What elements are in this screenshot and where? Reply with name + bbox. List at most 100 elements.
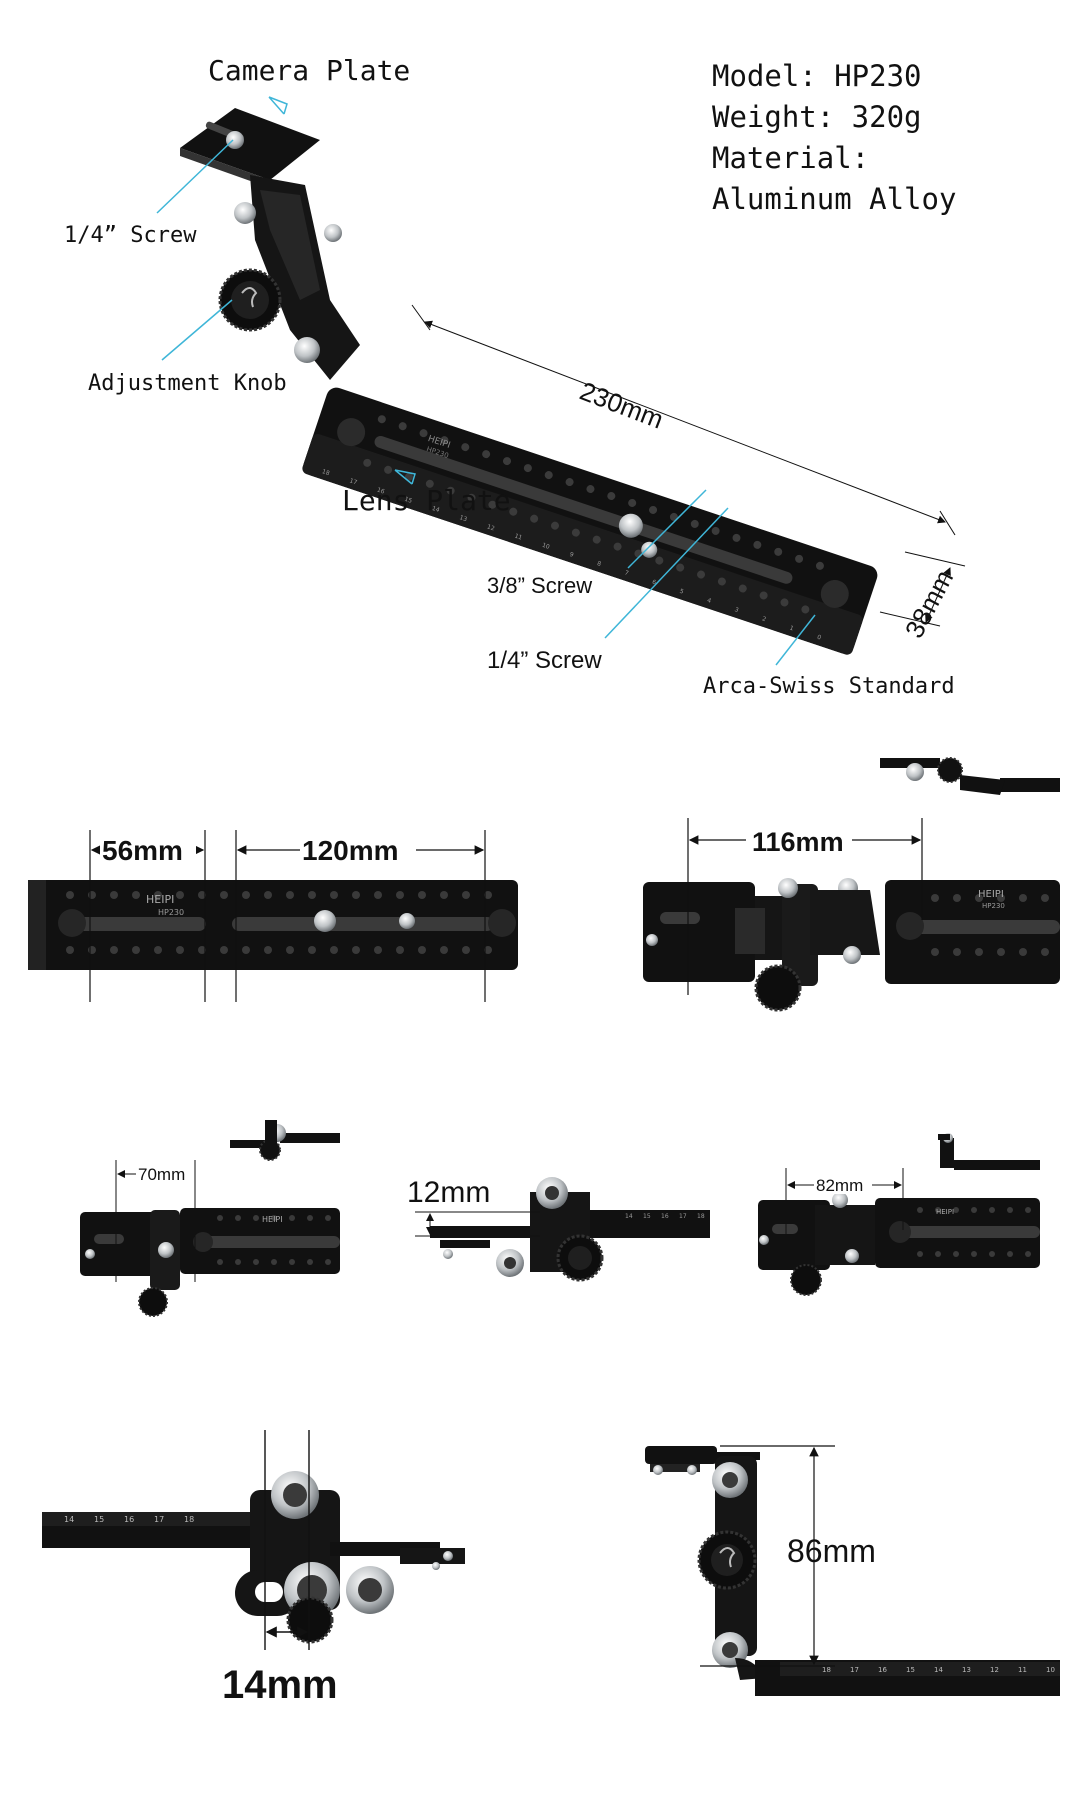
- mount-hole: [220, 891, 228, 899]
- mount-hole: [1019, 948, 1027, 956]
- scale-tick-label: 10: [1046, 1666, 1055, 1674]
- scale-tick-label: 17: [349, 477, 359, 486]
- panel-82-brand: HEIPI: [936, 1208, 954, 1216]
- mount-hole: [795, 554, 804, 563]
- mount-hole: [307, 1215, 313, 1221]
- scale-tick-label: 5: [679, 588, 685, 596]
- label-arca-swiss: Arca-Swiss Standard: [703, 674, 955, 699]
- panel-70-holes: [217, 1215, 331, 1265]
- label-lens-plate: Lens Plate: [342, 484, 511, 517]
- mount-hole: [774, 547, 783, 556]
- mount-hole: [286, 946, 294, 954]
- mount-hole: [271, 1215, 277, 1221]
- mount-hole: [396, 891, 404, 899]
- scale-tick-label: 15: [643, 1213, 651, 1220]
- mount-hole: [953, 1207, 959, 1213]
- dim-56-label: 56mm: [102, 835, 183, 866]
- mount-hole: [264, 946, 272, 954]
- hero-end-screw-right: [820, 579, 849, 608]
- scale-tick-label: 15: [404, 496, 414, 505]
- mount-hole: [815, 561, 824, 570]
- scale-tick-label: 16: [124, 1515, 134, 1524]
- scale-tick-label: 11: [514, 533, 524, 542]
- mount-hole: [997, 948, 1005, 956]
- scale-tick-label: 14: [934, 1666, 943, 1674]
- thumb-side-1: [880, 757, 1060, 795]
- dim-230-label: 230mm: [576, 376, 668, 435]
- scale-tick-label: 17: [850, 1666, 859, 1674]
- spec-weight: Weight: 320g: [712, 100, 922, 134]
- spec-material: Material:: [712, 141, 869, 175]
- panel-70: HEIPI 70mm: [80, 1120, 340, 1317]
- scale-tick-label: 17: [679, 1213, 687, 1220]
- dim-82-label: 82mm: [816, 1176, 863, 1195]
- mount-hole: [110, 891, 118, 899]
- scale-tick-label: 7: [624, 569, 630, 577]
- mount-hole: [217, 1259, 223, 1265]
- mount-hole: [235, 1259, 241, 1265]
- mount-hole: [931, 894, 939, 902]
- panel-hole-grid: [66, 891, 492, 954]
- mount-hole: [289, 1215, 295, 1221]
- dim-14-label: 14mm: [222, 1663, 338, 1707]
- mount-hole: [484, 891, 492, 899]
- mount-hole: [418, 946, 426, 954]
- mount-hole: [1041, 948, 1049, 956]
- label-adjustment-knob: Adjustment Knob: [88, 371, 287, 396]
- mount-hole: [917, 1207, 923, 1213]
- mount-hole: [462, 891, 470, 899]
- mount-hole: [308, 946, 316, 954]
- mount-hole: [242, 891, 250, 899]
- panel-right-brand-model: HP230: [982, 902, 1005, 910]
- panel-screw-14: [399, 913, 415, 929]
- scale-tick-label: 14: [625, 1213, 633, 1220]
- panel-brand-model: HP230: [158, 908, 184, 917]
- mount-hole: [484, 946, 492, 954]
- mount-hole: [571, 528, 580, 537]
- mount-hole: [154, 946, 162, 954]
- mount-hole: [235, 1215, 241, 1221]
- scale-tick-label: 6: [651, 579, 657, 587]
- dim-38: 38mm: [879, 551, 966, 643]
- hero-screw-14: [641, 541, 658, 558]
- scale-tick-label: 8: [596, 560, 602, 568]
- scale-tick-label: 18: [321, 468, 331, 477]
- mount-hole: [753, 540, 762, 549]
- panel-hole-grid-right: [931, 894, 1049, 956]
- mount-hole: [271, 1259, 277, 1265]
- dim-116-label: 116mm: [752, 827, 844, 857]
- mount-hole: [592, 535, 601, 544]
- mount-hole: [396, 946, 404, 954]
- scale-tick-label: 11: [1018, 1666, 1027, 1674]
- mount-hole: [971, 1251, 977, 1257]
- mount-hole: [738, 584, 747, 593]
- mount-hole: [975, 948, 983, 956]
- scale-tick-label: 4: [706, 597, 712, 605]
- mount-hole: [384, 465, 393, 474]
- label-screw-38: 3/8” Screw: [487, 573, 592, 598]
- mount-hole: [550, 521, 559, 530]
- panel-arm-top-view: HEIPI HP230 116mm: [643, 757, 1060, 1012]
- thumb-side-3: [938, 1133, 1040, 1170]
- panel-right-brand: HEIPI: [978, 889, 1004, 900]
- camera-arm-hero: [180, 108, 360, 380]
- label-screw-top: 1/4” Screw: [64, 223, 197, 248]
- mount-hole: [1025, 1207, 1031, 1213]
- mount-hole: [931, 948, 939, 956]
- scale-tick-label: 14: [64, 1515, 74, 1524]
- mount-hole: [462, 946, 470, 954]
- mount-hole: [953, 1251, 959, 1257]
- mount-hole: [711, 526, 720, 535]
- mount-hole: [66, 946, 74, 954]
- scale-tick-label: 0: [816, 634, 822, 642]
- hero-knob-screw-top: [234, 202, 256, 224]
- mount-hole: [307, 1259, 313, 1265]
- mount-hole: [440, 891, 448, 899]
- mount-hole: [717, 577, 726, 586]
- mount-hole: [198, 891, 206, 899]
- mount-hole: [110, 946, 118, 954]
- mount-hole: [330, 891, 338, 899]
